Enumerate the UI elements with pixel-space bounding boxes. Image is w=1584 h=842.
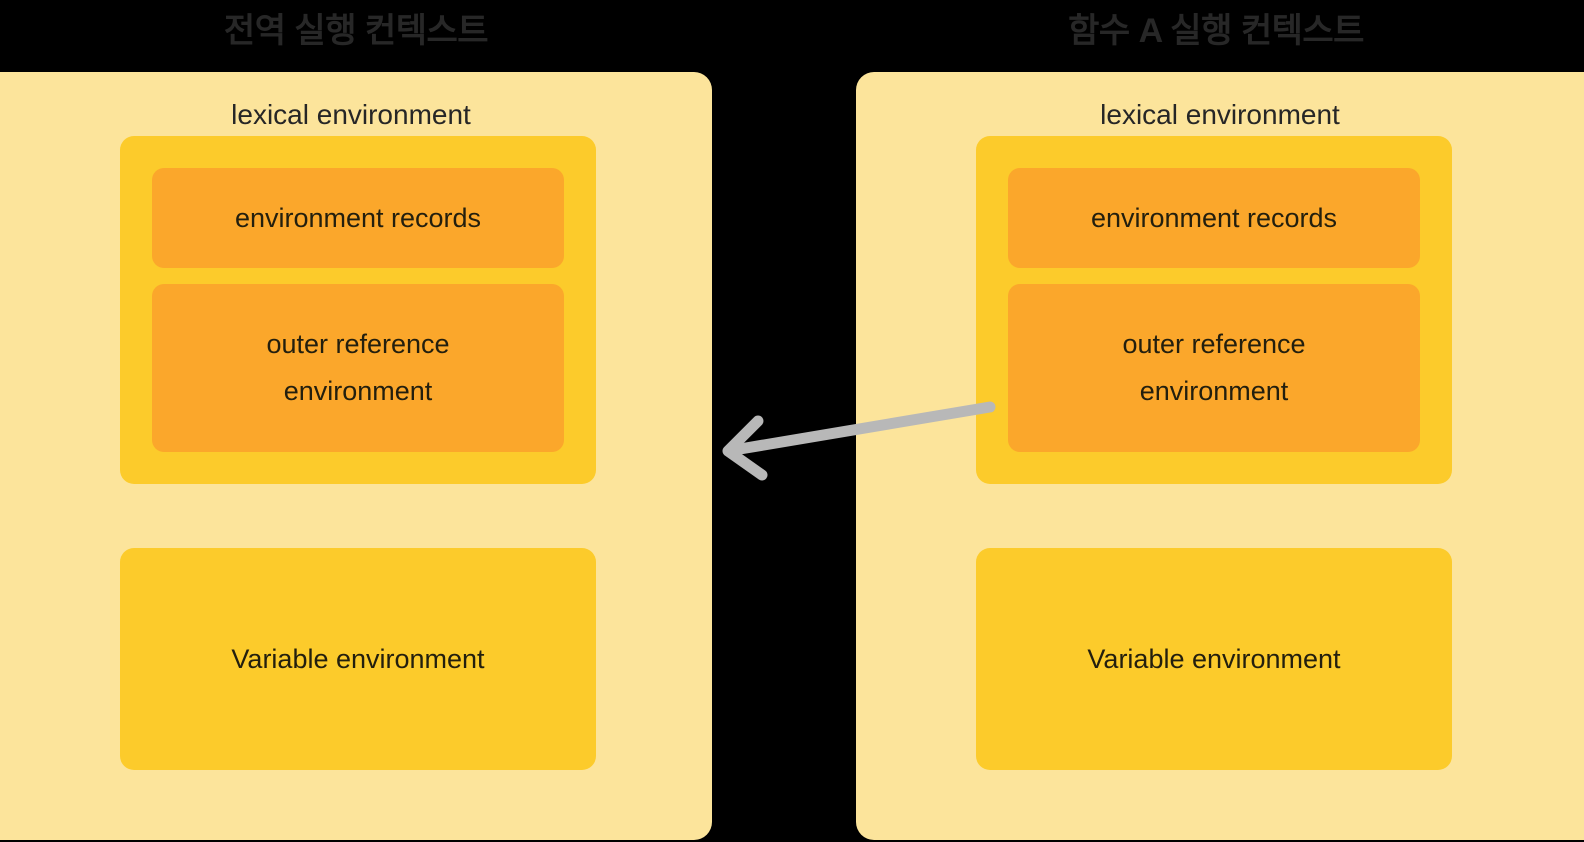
outer-reference-environment-label-global: outer reference environment [266, 321, 449, 415]
variable-environment-label-funca: Variable environment [1087, 643, 1341, 674]
global-execution-context-title: 전역 실행 컨텍스트 [223, 12, 489, 50]
global-execution-context-panel: lexical environment environment records … [0, 72, 712, 840]
lexical-environment-label-funca: lexical environment [1100, 99, 1340, 130]
outer-reference-environment-slot-funca: outer reference environment [1008, 284, 1420, 452]
function-a-execution-context-title: 함수 A 실행 컨텍스트 [1068, 12, 1364, 50]
outer-reference-line-2-global: environment [283, 376, 433, 406]
lexical-environment-box-global: environment records outer reference envir… [120, 136, 596, 484]
lexical-environment-box-funca: environment records outer reference envir… [976, 136, 1452, 484]
variable-environment-box-funca: Variable environment [976, 548, 1452, 770]
environment-records-label-funca: environment records [1090, 202, 1338, 233]
outer-reference-line-1-funca: outer reference [1122, 329, 1306, 359]
outer-reference-line-2-funca: environment [1139, 376, 1289, 406]
environment-records-slot-global: environment records [152, 168, 564, 268]
variable-environment-box-global: Variable environment [120, 548, 596, 770]
lexical-environment-label-global: lexical environment [231, 99, 471, 130]
outer-reference-environment-label-funca: outer reference environment [1122, 321, 1305, 415]
function-a-execution-context-panel: lexical environment environment records … [856, 72, 1584, 840]
environment-records-label-global: environment records [234, 202, 482, 233]
outer-reference-environment-slot-global: outer reference environment [152, 284, 564, 452]
outer-reference-line-1-global: outer reference [266, 329, 450, 359]
variable-environment-label-global: Variable environment [231, 643, 485, 674]
environment-records-slot-funca: environment records [1008, 168, 1420, 268]
